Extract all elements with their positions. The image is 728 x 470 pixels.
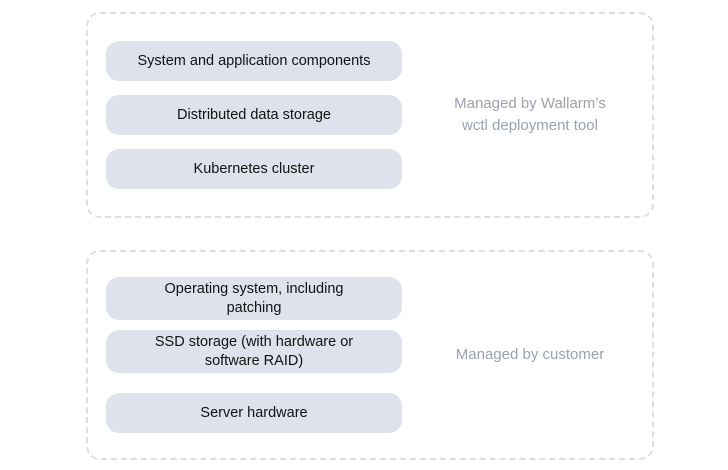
- pill-label: Kubernetes cluster: [193, 160, 315, 177]
- caption-line: wctl deployment tool: [462, 117, 598, 134]
- caption-text: Managed by Wallarm’s wctl deployment too…: [454, 93, 606, 137]
- pill-column-managed: System and application components Distri…: [106, 14, 402, 216]
- pill-system-and-application-components: System and application components: [106, 41, 402, 81]
- pill-label: Server hardware: [200, 404, 308, 421]
- pill-distributed-data-storage: Distributed data storage: [106, 95, 402, 135]
- caption-line: Managed by customer: [455, 346, 605, 363]
- pill-label: System and application components: [137, 52, 371, 69]
- section-managed-by-customer: Operating system, including patching SSD…: [86, 250, 654, 460]
- pill-server-hardware: Server hardware: [106, 393, 402, 433]
- section-managed-by-wallarm: System and application components Distri…: [86, 12, 654, 218]
- pill-label-line: Operating system, including: [164, 280, 344, 297]
- pill-label: SSD storage (with hardware or software R…: [155, 333, 353, 371]
- caption-managed-by-customer: Managed by customer: [422, 252, 638, 458]
- pill-operating-system-including-patching: Operating system, including patching: [106, 277, 402, 320]
- pill-label-line: software RAID): [204, 352, 304, 369]
- pill-kubernetes-cluster: Kubernetes cluster: [106, 149, 402, 189]
- caption-managed-by-wallarm: Managed by Wallarm’s wctl deployment too…: [422, 14, 638, 216]
- pill-column-customer: Operating system, including patching SSD…: [106, 252, 402, 458]
- pill-label: Distributed data storage: [177, 106, 331, 123]
- pill-label: Operating system, including patching: [165, 280, 344, 318]
- caption-text: Managed by customer: [456, 344, 604, 366]
- pill-label-line: SSD storage (with hardware or: [154, 333, 354, 350]
- caption-line: Managed by Wallarm’s: [454, 95, 606, 112]
- pill-ssd-storage: SSD storage (with hardware or software R…: [106, 330, 402, 373]
- pill-label-line: patching: [226, 299, 282, 316]
